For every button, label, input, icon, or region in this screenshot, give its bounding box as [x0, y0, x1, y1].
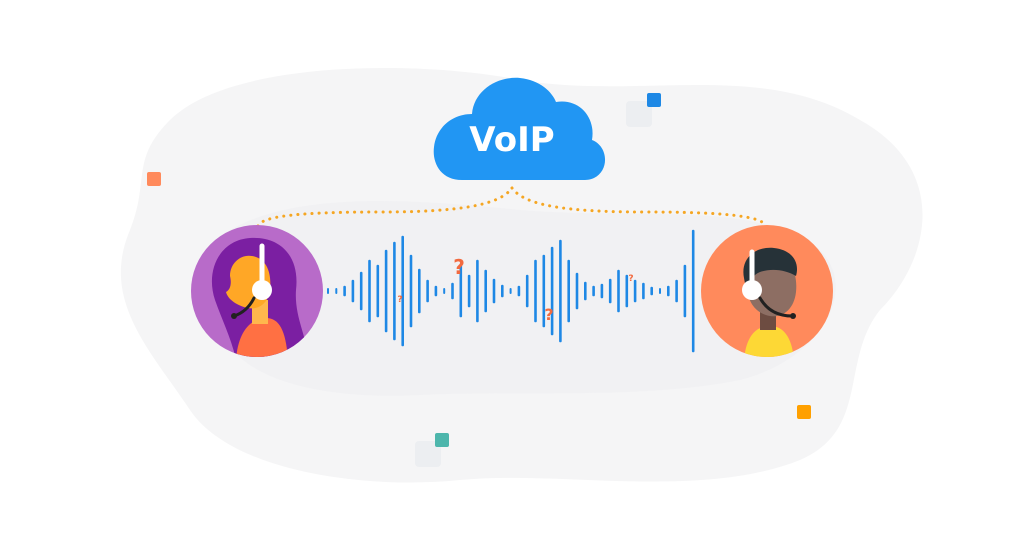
square-orange-right [797, 405, 811, 419]
question-mark: ? [628, 274, 633, 284]
headset-earpiece [252, 280, 272, 300]
participant-agent-left [191, 225, 323, 357]
question-mark: ? [397, 295, 402, 305]
shirt [236, 318, 288, 357]
question-mark: ? [453, 255, 465, 279]
headset-mic [758, 296, 794, 318]
square-gray-top [626, 101, 652, 127]
square-gray-bottom [415, 441, 441, 467]
cloud-label: VoIP [469, 120, 554, 160]
headset-agent-man-icon [742, 247, 798, 357]
background-blob-inner [208, 201, 836, 396]
square-orange-left [147, 172, 161, 186]
square-teal-bottom [435, 433, 449, 447]
question-mark: ? [544, 305, 553, 324]
hair [743, 247, 798, 290]
audio-waveform [327, 229, 695, 353]
mic-tip [790, 313, 796, 319]
cloud-icon: VoIP [433, 77, 606, 180]
headset-earpiece [742, 280, 762, 300]
cloud-shape [433, 77, 606, 180]
shirt [744, 326, 794, 357]
participant-agent-right [701, 225, 833, 357]
mic-tip [231, 313, 237, 319]
square-blue-top [647, 93, 661, 107]
decorative-squares [147, 93, 811, 467]
background-blobs [120, 68, 923, 483]
glitch-marks: ? ? ? ? [397, 255, 633, 324]
headset-agent-woman-icon [211, 237, 307, 357]
